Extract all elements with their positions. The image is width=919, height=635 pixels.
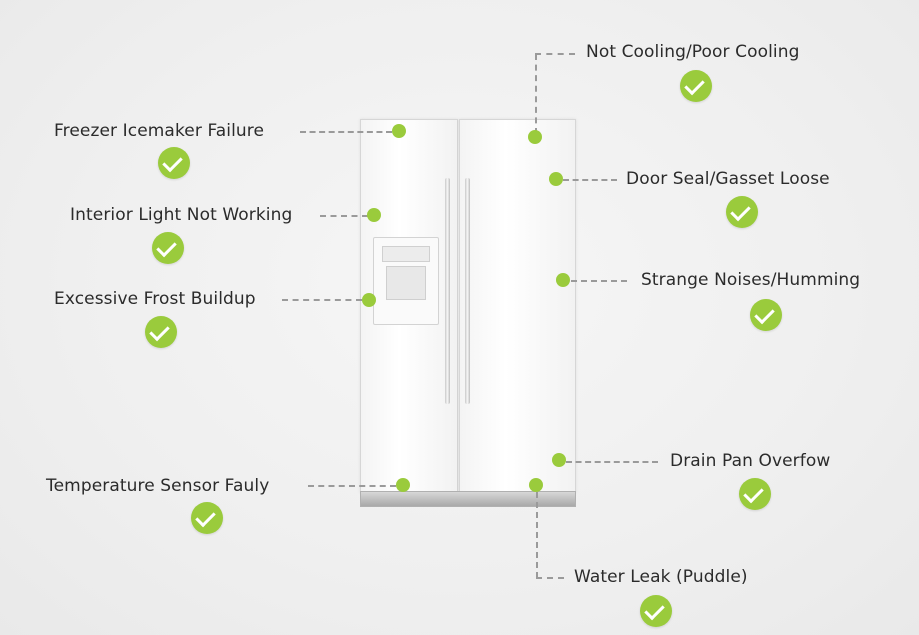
hotspot-interior-light xyxy=(367,208,381,222)
hotspot-excessive-frost xyxy=(362,293,376,307)
check-icon xyxy=(739,478,771,510)
issue-label-freezer-icemaker: Freezer Icemaker Failure xyxy=(54,121,265,141)
refrigerator-illustration xyxy=(360,119,576,507)
issue-label-not-cooling: Not Cooling/Poor Cooling xyxy=(586,42,800,62)
connector-line xyxy=(536,577,564,579)
issue-label-water-leak: Water Leak (Puddle) xyxy=(574,567,748,587)
hotspot-freezer-icemaker xyxy=(392,124,406,138)
hotspot-strange-noises xyxy=(556,273,570,287)
check-icon xyxy=(640,595,672,627)
dispenser-slot xyxy=(386,266,426,300)
fridge-base-grille xyxy=(360,491,576,507)
issue-label-excessive-frost: Excessive Frost Buildup xyxy=(54,289,256,309)
connector-line xyxy=(535,53,575,55)
freezer-handle xyxy=(445,178,450,404)
water-dispenser xyxy=(373,237,439,325)
connector-line xyxy=(566,461,658,463)
check-icon xyxy=(145,316,177,348)
connector-line xyxy=(320,215,368,217)
dispenser-control-panel xyxy=(382,246,430,262)
check-icon xyxy=(158,147,190,179)
connector-line xyxy=(571,280,627,282)
connector-line xyxy=(563,179,617,181)
connector-line xyxy=(536,492,538,578)
connector-line xyxy=(282,299,362,301)
issue-label-temperature-sensor: Temperature Sensor Fauly xyxy=(46,476,270,496)
hotspot-water-leak xyxy=(529,478,543,492)
issue-label-drain-pan: Drain Pan Overfow xyxy=(670,451,831,471)
check-icon xyxy=(680,70,712,102)
hotspot-temperature-sensor xyxy=(396,478,410,492)
connector-line xyxy=(535,54,537,134)
hotspot-drain-pan xyxy=(552,453,566,467)
check-icon xyxy=(750,299,782,331)
issue-label-door-seal: Door Seal/Gasset Loose xyxy=(626,169,830,189)
check-icon xyxy=(152,232,184,264)
connector-line xyxy=(308,485,396,487)
fridge-handle xyxy=(465,178,470,404)
check-icon xyxy=(726,196,758,228)
check-icon xyxy=(191,502,223,534)
issue-label-interior-light: Interior Light Not Working xyxy=(70,205,293,225)
hotspot-door-seal xyxy=(549,172,563,186)
hotspot-not-cooling xyxy=(528,130,542,144)
issue-label-strange-noises: Strange Noises/Humming xyxy=(641,270,861,290)
freezer-door xyxy=(360,119,458,493)
connector-line xyxy=(300,131,392,133)
